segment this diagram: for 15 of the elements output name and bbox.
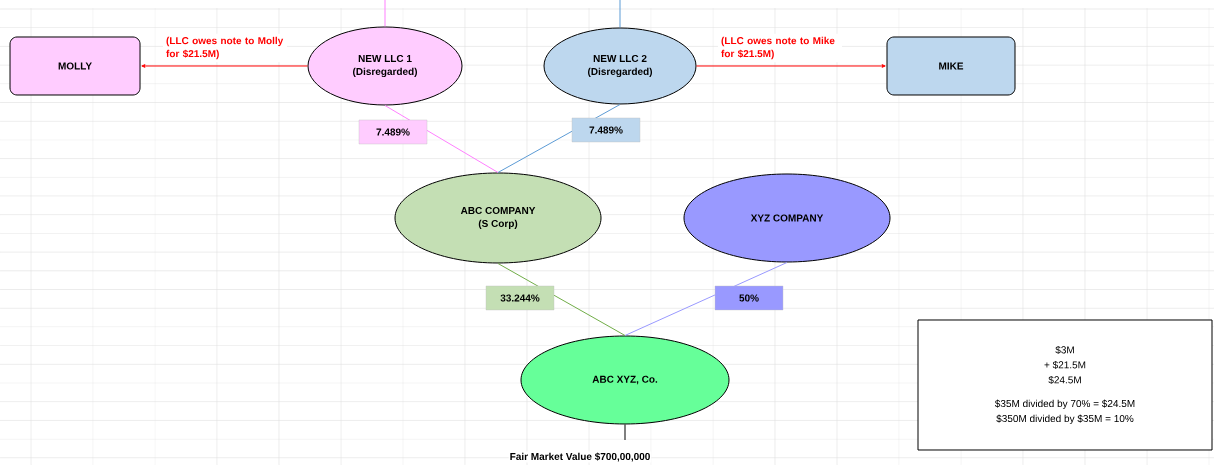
person-box: MIKE	[886, 36, 1016, 96]
note-label: (LLC owes note to Mike for $21.5M)	[718, 33, 842, 63]
arrow	[141, 64, 308, 68]
percentage-box: 7.489%	[571, 117, 641, 143]
value-label: Fair Market Value $700,00,000	[508, 451, 652, 463]
person-box: MOLLY	[9, 36, 141, 96]
connector-line	[384, 0, 386, 27]
connector-line	[619, 0, 621, 28]
calculation-box: $3M + $21.5M $24.5M $35M divided by 70% = $24.5M $350M divided by $35M = 10%	[917, 319, 1213, 451]
percentage-box: 50%	[714, 285, 784, 311]
percentage-box: 33.244%	[485, 285, 555, 311]
arrow	[696, 64, 886, 68]
percentage-box: 7.489%	[358, 119, 428, 145]
note-label: (LLC owes note to Molly for $21.5M)	[163, 33, 287, 63]
connector-line	[624, 424, 626, 441]
